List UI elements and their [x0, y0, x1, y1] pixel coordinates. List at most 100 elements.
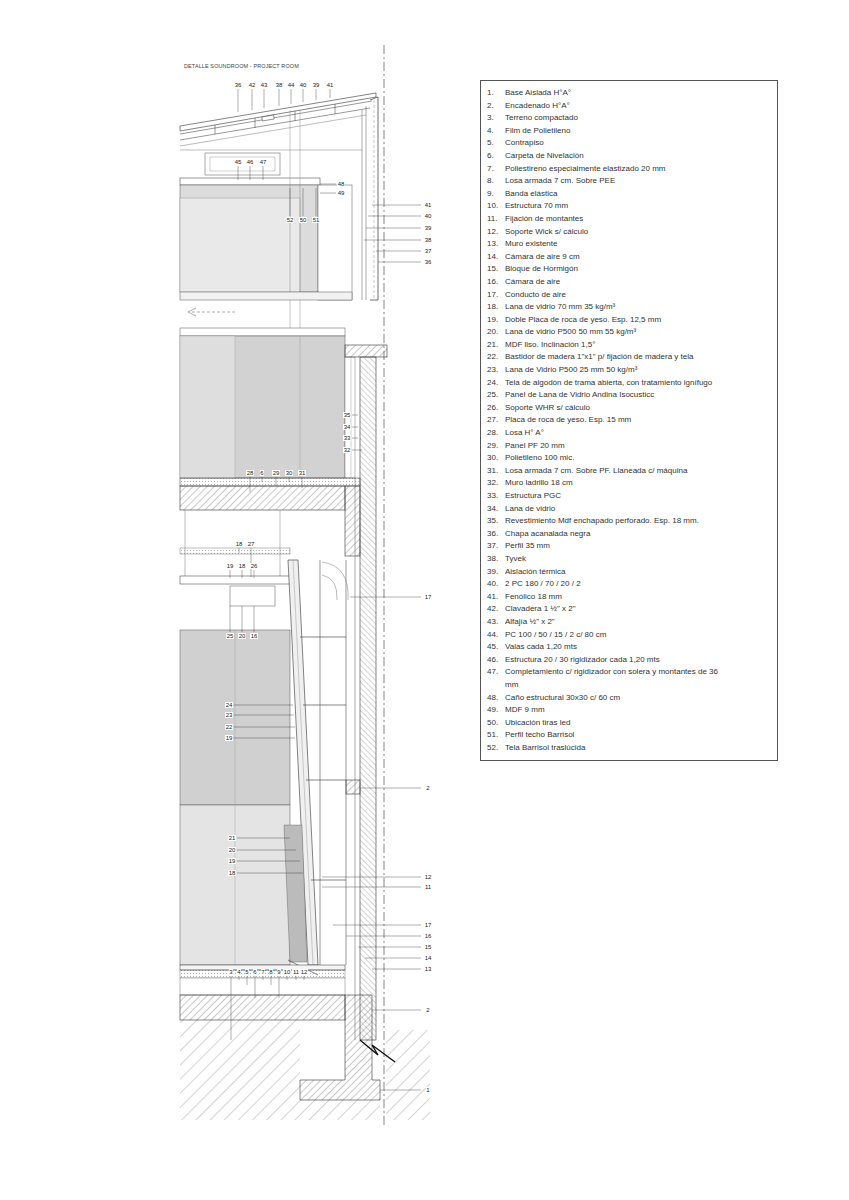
legend-number: 24. [487, 377, 505, 390]
legend-text: Poliestireno especialmente elastizado 20… [505, 163, 733, 176]
legend-number: 32. [487, 477, 505, 490]
legend-text: Fenólico 18 mm [505, 591, 733, 604]
legend-number: 16. [487, 276, 505, 289]
legend-number: 12. [487, 226, 505, 239]
callout-number: 50 [299, 217, 307, 223]
legend-number: 27. [487, 414, 505, 427]
legend-text: Film de Polietileno [505, 125, 733, 138]
callout-number: 43 [260, 82, 268, 88]
callout-number: 36 [424, 259, 432, 265]
callout-number: 16 [250, 633, 258, 639]
legend-text: Alfajía ½" x 2" [505, 616, 733, 629]
legend-text: Conducto de aire [505, 289, 733, 302]
callout-number: 8 [269, 969, 273, 975]
callout-number: 34 [343, 424, 351, 430]
legend-text: Losa armada 7 cm. Sobre PF. Llaneada c/ … [505, 465, 733, 478]
legend-number: 28. [487, 427, 505, 440]
legend-text: Panel PF 20 mm [505, 440, 733, 453]
legend-number: 45. [487, 641, 505, 654]
legend-number: 15. [487, 263, 505, 276]
legend-number: 37. [487, 540, 505, 553]
callout-number: 25 [226, 633, 234, 639]
legend-text: Bloque de Hormigón [505, 263, 733, 276]
callout-number: 39 [424, 225, 432, 231]
callout-number: 3 [229, 969, 233, 975]
callout-number: 22 [225, 724, 233, 730]
callout-number: 11 [424, 884, 431, 890]
callout-number: 6 [253, 969, 257, 975]
legend-text: Placa de roca de yeso. Esp. 15 mm [505, 414, 733, 427]
legend-number: 46. [487, 654, 505, 667]
callout-number: 2 [426, 785, 430, 791]
callout-number: 38 [424, 237, 432, 243]
callout-number: 7 [261, 969, 265, 975]
legend-text: 2 PC 180 / 70 / 20 / 2 [505, 578, 733, 591]
callout-number: 18 [235, 541, 243, 547]
legend-text: Revestimiento Mdf enchapado perforado. E… [505, 515, 733, 528]
callout-number: 20 [238, 633, 246, 639]
legend-number: 9. [487, 188, 505, 201]
callout-number: 1 [426, 1087, 430, 1093]
legend-number: 5. [487, 137, 505, 150]
legend-number: 29. [487, 440, 505, 453]
callout-number: 17 [424, 922, 432, 928]
legend-text: Perfil techo Barrisol [505, 729, 733, 742]
legend-number: 25. [487, 389, 505, 402]
legend-text: Lana de vidrio [505, 503, 733, 516]
legend-number: 3. [487, 112, 505, 125]
legend-text: MDF liso. Inclinación 1,5° [505, 339, 733, 352]
callout-number: 41 [326, 82, 334, 88]
legend-number: 11. [487, 213, 505, 226]
legend-key-box: 1.Base Aislada H°A°2.Encadenado H°A°3.Te… [480, 80, 778, 761]
callout-number: 40 [424, 213, 432, 219]
callout-number: 35 [343, 412, 351, 418]
callout-number: 10 [283, 969, 291, 975]
callout-number: 24 [225, 702, 233, 708]
legend-text: Bastidor de madera 1"x1" p/ fijación de … [505, 351, 733, 364]
legend-number: 52. [487, 742, 505, 755]
legend-number: 48. [487, 692, 505, 705]
callout-number: 21 [228, 835, 236, 841]
legend-text: Lana de vidrio 70 mm 35 kg/m³ [505, 301, 733, 314]
legend-text: Tyvek [505, 553, 733, 566]
callout-number: 40 [299, 82, 307, 88]
callout-number: 52 [286, 217, 294, 223]
legend-text: MDF 9 mm [505, 704, 733, 717]
legend-text: Banda elástica [505, 188, 733, 201]
callout-number: 12 [424, 874, 432, 880]
legend-text: Panel de Lana de Vidrio Andina Isocustic… [505, 389, 733, 402]
callout-number: 6 [260, 470, 264, 476]
callout-number: 36 [234, 82, 242, 88]
legend-number: 31. [487, 465, 505, 478]
callout-number: 9 [277, 969, 281, 975]
legend-text: Lana de vidrio P500 50 mm 55 kg/m³ [505, 326, 733, 339]
callout-number: 46 [246, 159, 254, 165]
callout-number: 20 [228, 847, 236, 853]
legend-number: 6. [487, 150, 505, 163]
legend-number: 33. [487, 490, 505, 503]
legend-text: Muro ladrillo 18 cm [505, 477, 733, 490]
callout-number: 49 [337, 190, 345, 196]
legend-number: 18. [487, 301, 505, 314]
callout-number: 19 [228, 858, 236, 864]
callout-number: 47 [259, 159, 267, 165]
legend-number: 38. [487, 553, 505, 566]
legend-number: 42. [487, 603, 505, 616]
callout-number: 30 [285, 470, 293, 476]
legend-text: Clavadera 1 ½" x 2" [505, 603, 733, 616]
legend-number: 4. [487, 125, 505, 138]
callout-number: 37 [424, 248, 432, 254]
callout-number: 16 [424, 933, 432, 939]
legend-number: 17. [487, 289, 505, 302]
legend-number: 10. [487, 200, 505, 213]
drawing-title: DETALLE SOUNDROOM - PROJECT ROOM [184, 63, 299, 69]
legend-number: 23. [487, 364, 505, 377]
callout-number: 18 [238, 563, 246, 569]
callout-number: 17 [424, 594, 432, 600]
legend-number: 21. [487, 339, 505, 352]
callout-number: 11 [292, 969, 299, 975]
legend-text: Ubicación tiras led [505, 717, 733, 730]
legend-number: 13. [487, 238, 505, 251]
legend-text: Soporte WHR s/ cálculo [505, 402, 733, 415]
legend-text: Estructura 20 / 30 rigidizador cada 1,20… [505, 654, 733, 667]
